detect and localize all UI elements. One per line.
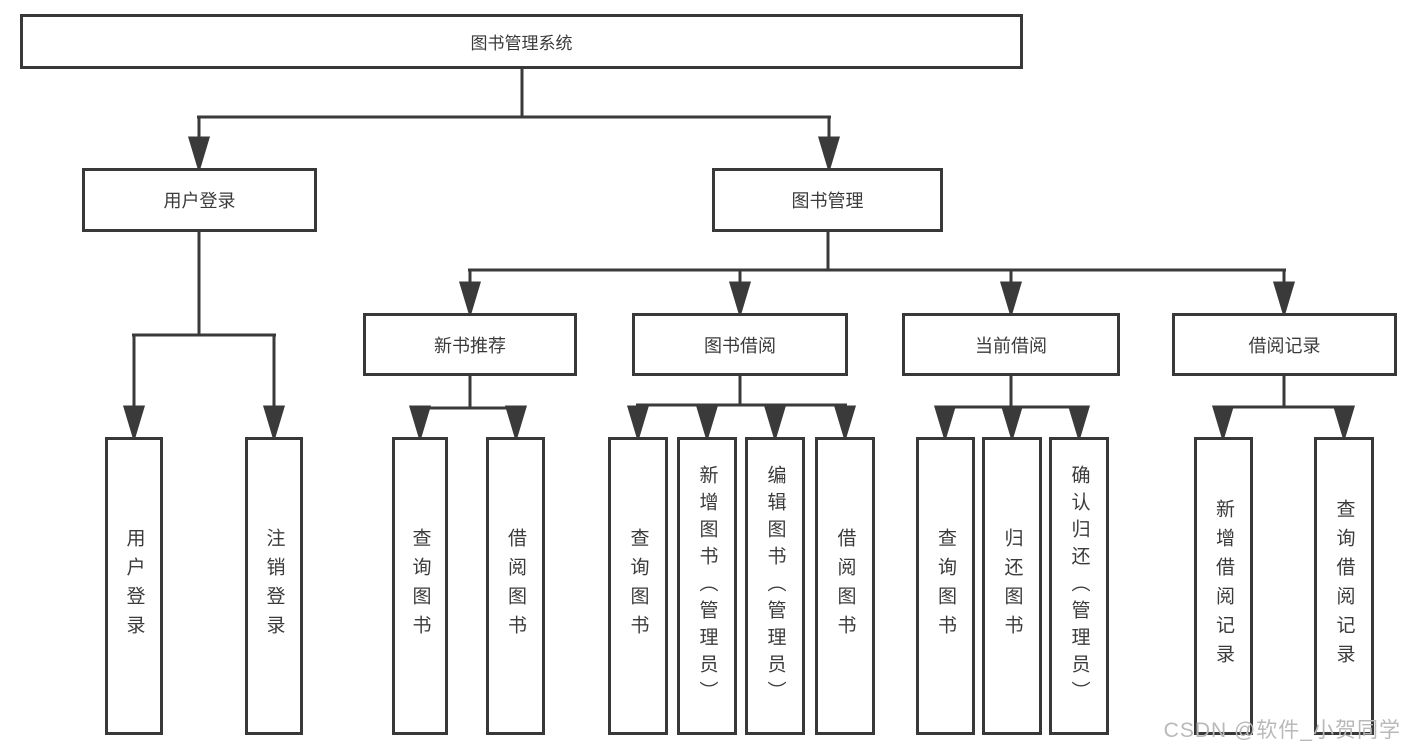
leaf-confirm-return-admin-label: 确认归还（管理员） [1068,464,1090,708]
leaf-edit-book-admin-label: 编辑图书（管理员） [764,464,786,708]
leaf-current-query-books: 查询图书 [916,437,975,735]
node-book-borrow: 图书借阅 [632,313,848,376]
node-book-management: 图书管理 [712,168,943,232]
node-book-management-label: 图书管理 [791,191,864,211]
leaf-return-book: 归还图书 [982,437,1042,735]
watermark: CSDN @软件_小贺同学 [1163,719,1401,742]
node-new-book-recommend-label: 新书推荐 [434,335,506,356]
leaf-add-book-admin: 新增图书（管理员） [677,437,737,735]
leaf-recommend-borrow-books-label: 借阅图书 [505,528,526,644]
leaf-logout: 注销登录 [245,437,303,735]
leaf-current-query-books-label: 查询图书 [935,528,956,644]
node-borrow-records-label: 借阅记录 [1248,335,1321,356]
leaf-confirm-return-admin: 确认归还（管理员） [1049,437,1109,735]
leaf-add-book-admin-label: 新增图书（管理员） [696,464,718,708]
node-library-system-label: 图书管理系统 [470,34,573,53]
leaf-recommend-query-books: 查询图书 [392,437,448,735]
node-current-borrow-label: 当前借阅 [975,335,1047,356]
leaf-borrow-query-books: 查询图书 [608,437,668,735]
leaf-edit-book-admin: 编辑图书（管理员） [745,437,805,735]
leaf-borrow-query-books-label: 查询图书 [627,528,649,644]
leaf-logout-label: 注销登录 [263,528,285,644]
node-book-borrow-label: 图书借阅 [704,335,776,356]
leaf-return-book-label: 归还图书 [1001,528,1023,644]
leaf-user-login: 用户登录 [105,437,163,735]
node-user-login-label: 用户登录 [163,191,236,211]
leaf-add-borrow-record: 新增借阅记录 [1194,437,1253,735]
node-current-borrow: 当前借阅 [902,313,1120,376]
leaf-borrow-book: 借阅图书 [815,437,875,735]
leaf-query-borrow-record: 查询借阅记录 [1314,437,1374,735]
leaf-user-login-label: 用户登录 [123,528,145,644]
leaf-borrow-book-label: 借阅图书 [834,528,856,644]
leaf-recommend-query-books-label: 查询图书 [409,528,431,644]
node-user-login: 用户登录 [82,168,317,232]
node-borrow-records: 借阅记录 [1172,313,1397,376]
node-library-system: 图书管理系统 [20,14,1023,69]
leaf-add-borrow-record-label: 新增借阅记录 [1213,499,1234,673]
leaf-query-borrow-record-label: 查询借阅记录 [1333,499,1355,673]
node-new-book-recommend: 新书推荐 [363,313,577,376]
leaf-recommend-borrow-books: 借阅图书 [486,437,545,735]
